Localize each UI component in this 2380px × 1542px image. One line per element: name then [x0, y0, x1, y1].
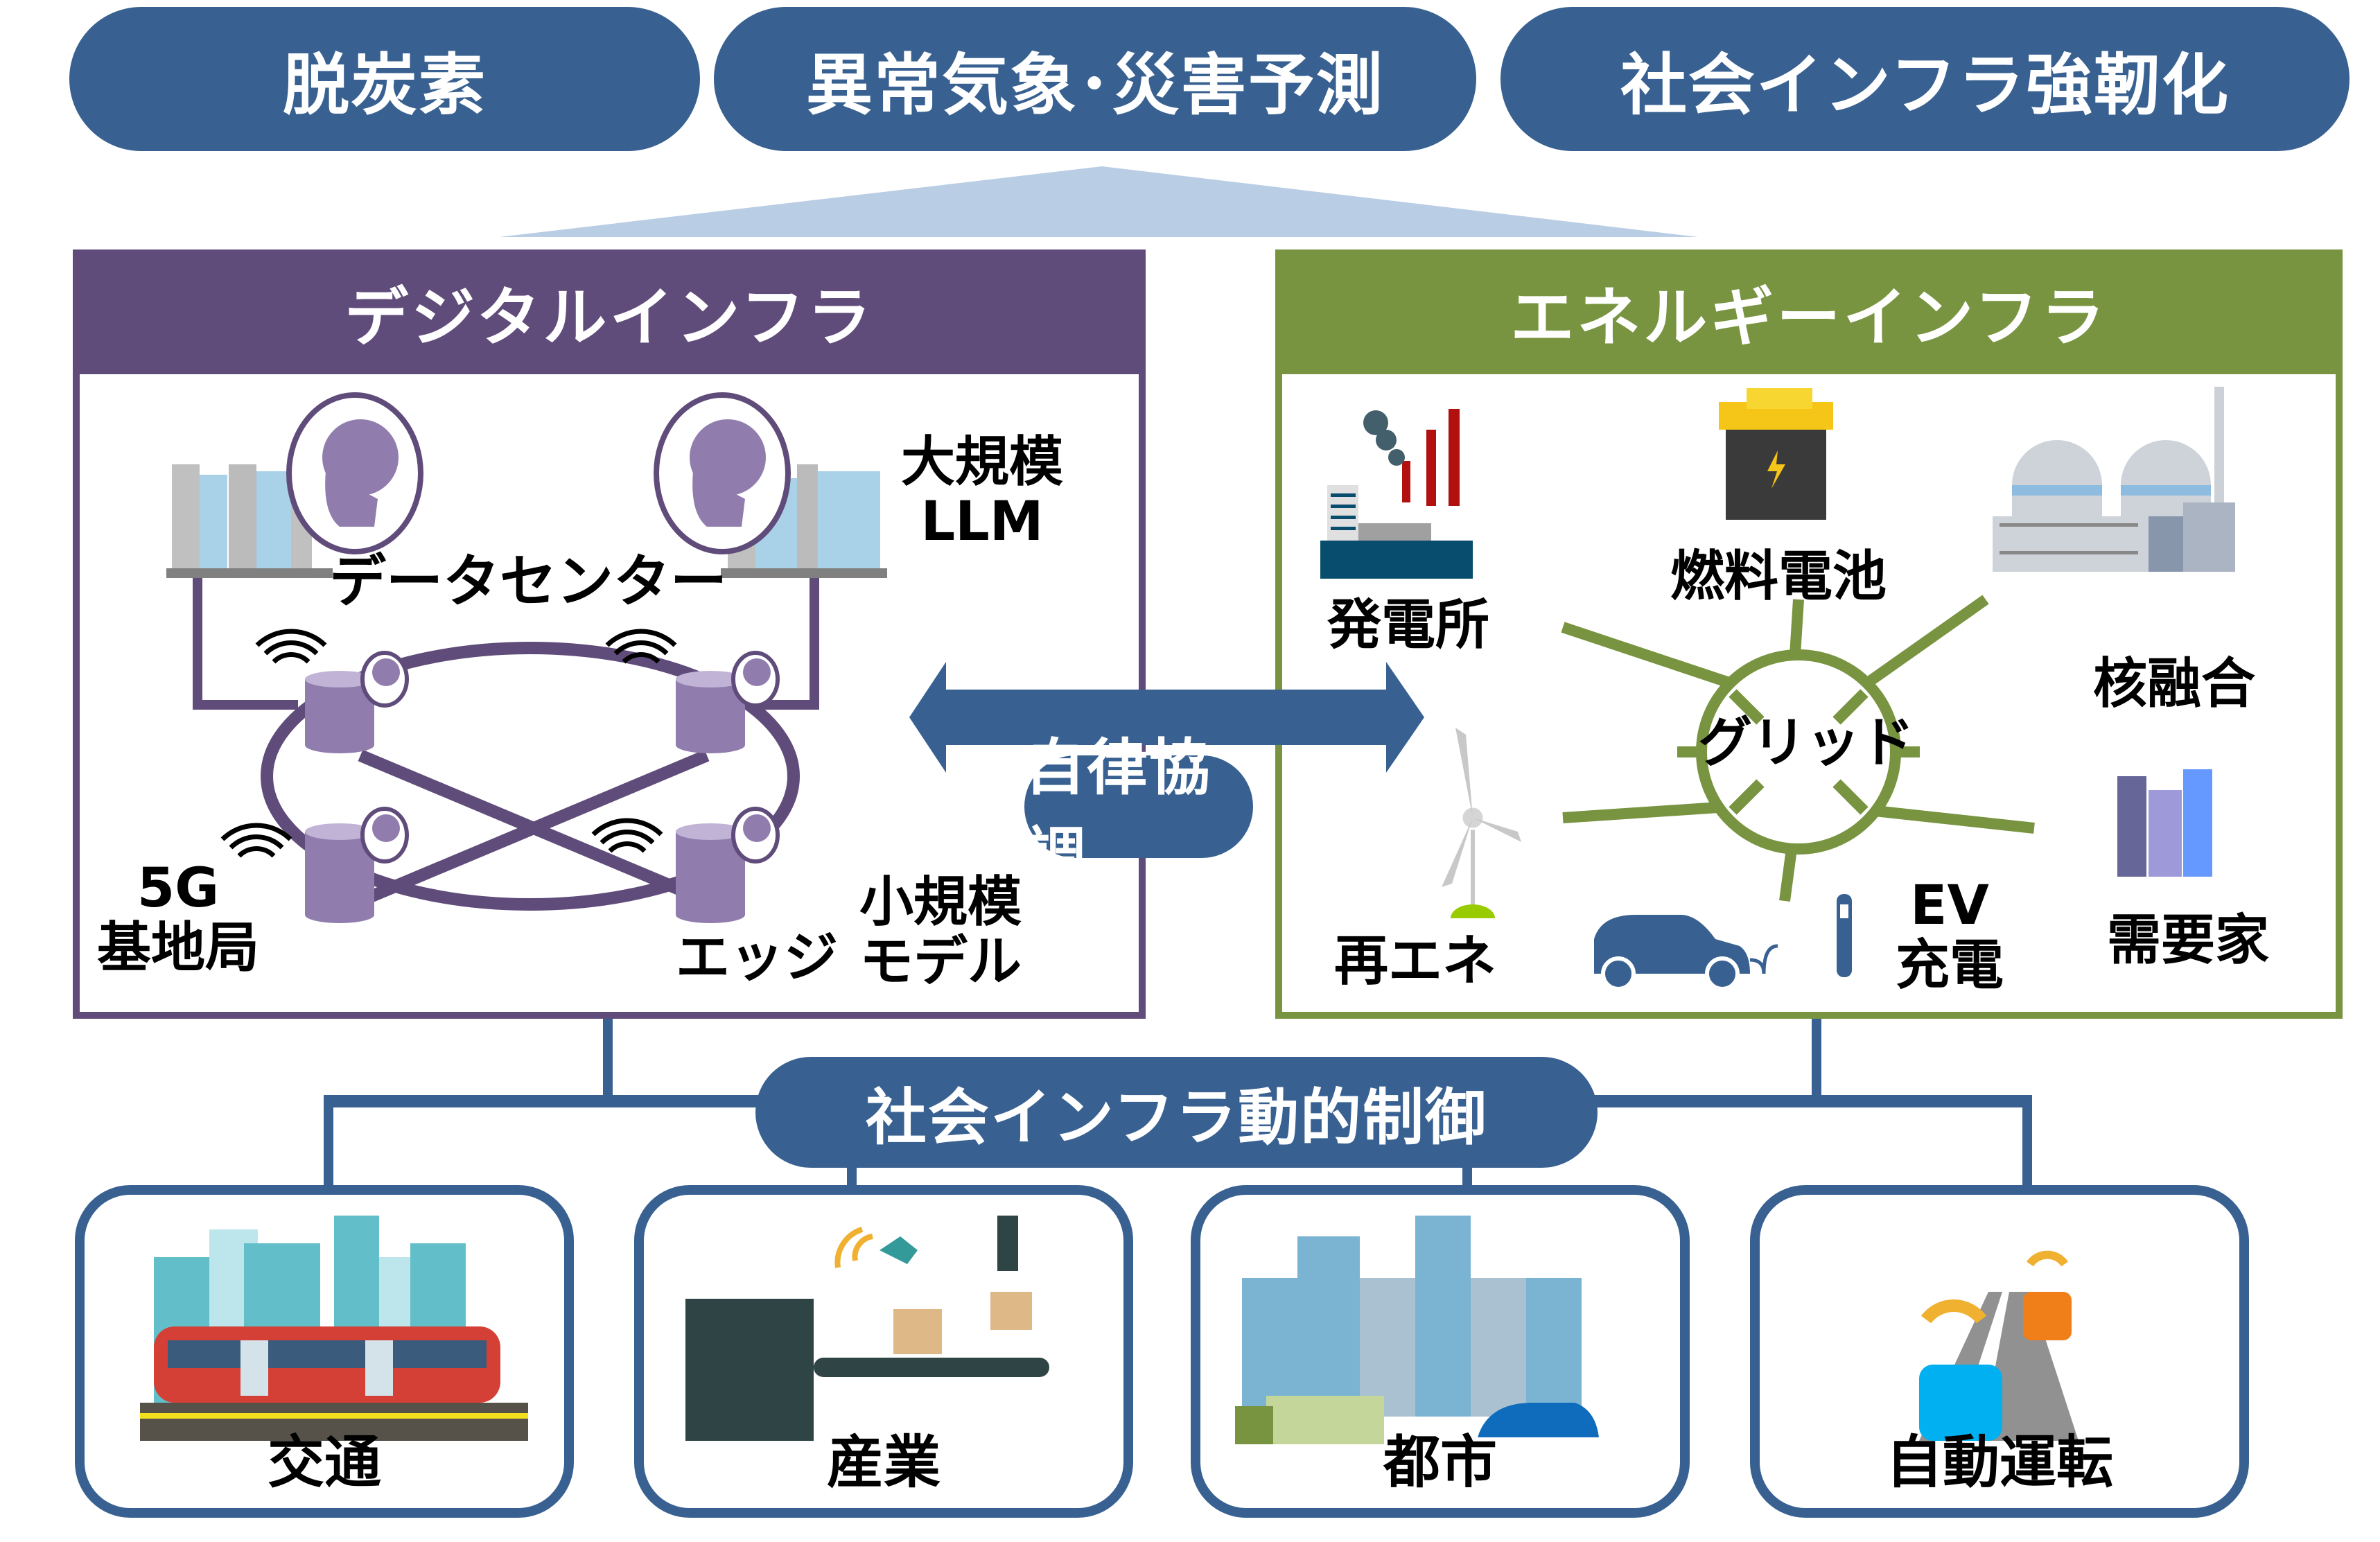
- base-station-line-2: 基地局: [97, 916, 260, 979]
- ev-line-1: EV: [1910, 875, 1989, 937]
- small-model-line-1: 小規模: [859, 871, 1022, 934]
- domain-label: 自動運転: [1885, 1430, 2113, 1496]
- autonomous-car-icon: [1919, 1250, 2079, 1441]
- fuel-cell-battery-icon: [1719, 388, 1833, 520]
- energy-infra-title: エネルギーインフラ: [1510, 280, 2108, 355]
- power-plant-icon: [1320, 409, 1473, 579]
- smart-city-icon: [1235, 1216, 1599, 1444]
- base-station-label: 5G 基地局: [97, 859, 259, 979]
- renewable-label: 再エネ: [1334, 930, 1497, 992]
- domain-card-industry: 産業: [634, 1185, 1133, 1518]
- domain-label: 交通: [267, 1430, 381, 1496]
- bidirectional-arrow-icon: [909, 662, 1424, 773]
- digital-network-diagram: [166, 392, 887, 923]
- small-model-label: 小規模 モデル: [859, 873, 1022, 992]
- domain-card-city: 都市: [1191, 1185, 1690, 1518]
- coordination-label: 自律協調: [1024, 732, 1212, 891]
- fusion-label: 核融合: [2093, 653, 2256, 715]
- domain-card-transport: 交通: [75, 1185, 574, 1518]
- wind-turbine-icon: [1442, 728, 1521, 918]
- edge-label: エッジ: [676, 927, 839, 989]
- small-model-line-2: モデル: [859, 930, 1022, 993]
- digital-infra-panel: デジタルインフラ: [73, 249, 1146, 1019]
- domain-label: 都市: [1383, 1430, 1497, 1496]
- grid-label: グリッド: [1698, 712, 1915, 774]
- large-model-line-1: 大規模: [901, 431, 1064, 493]
- energy-grid-diagram: [1320, 387, 2235, 991]
- goal-decarbonization: 脱炭素: [69, 7, 700, 151]
- grid-hub-icon: [1561, 595, 2035, 902]
- dynamic-control-badge: 社会インフラ動的制御: [755, 1057, 1598, 1168]
- edge-server-icon: [676, 807, 780, 923]
- datacenter-label: データセンター: [329, 549, 728, 615]
- dynamic-control-label: 社会インフラ動的制御: [865, 1081, 1488, 1153]
- goal-disaster-prediction: 異常気象･災害予測: [714, 7, 1476, 151]
- domain-label: 産業: [826, 1430, 940, 1496]
- goal-label: 脱炭素: [283, 46, 487, 124]
- large-model-label: 大規模 LLM: [901, 431, 1064, 553]
- digital-infra-title: デジタルインフラ: [344, 280, 874, 355]
- ai-brain-icon: [286, 392, 423, 554]
- connector-energy: [1812, 1019, 1821, 1102]
- fusion-plant-icon: [1993, 387, 2235, 572]
- consumer-label: 需要家: [2107, 909, 2270, 972]
- connector-card-4: [2022, 1095, 2032, 1189]
- ev-charging-icon: [1594, 894, 1852, 991]
- consumer-buildings-icon: [2117, 769, 2212, 877]
- goal-label: 社会インフラ強靭化: [1620, 46, 2230, 124]
- large-model-line-2: LLM: [920, 490, 1044, 553]
- connector-digital: [603, 1019, 613, 1102]
- ev-line-2: 充電: [1896, 934, 2004, 997]
- wifi-signal-icon: [591, 818, 663, 853]
- energy-infra-header: エネルギーインフラ: [1275, 249, 2343, 374]
- goal-infrastructure-resilience: 社会インフラ強靭化: [1500, 7, 2350, 151]
- domain-card-autonomous-driving: 自動運転: [1750, 1185, 2249, 1518]
- ev-charging-label: EV 充電: [1896, 875, 2004, 997]
- base-station-line-1: 5G: [137, 857, 220, 920]
- energy-infra-panel: エネルギーインフラ: [1275, 249, 2343, 1019]
- edge-server-icon: [305, 651, 409, 753]
- fuel-cell-label: 燃料電池: [1670, 545, 1887, 608]
- power-plant-label: 発電所: [1327, 594, 1490, 656]
- wifi-signal-icon: [605, 629, 677, 664]
- connector-card-1: [324, 1095, 333, 1189]
- goal-label: 異常気象･災害予測: [806, 46, 1384, 124]
- factory-robot-icon: [685, 1216, 1049, 1441]
- ai-brain-icon: [654, 392, 791, 554]
- support-triangle: [499, 166, 1698, 237]
- edge-server-icon: [676, 651, 780, 753]
- train-city-icon: [140, 1216, 528, 1441]
- wifi-signal-icon: [220, 823, 292, 858]
- edge-server-icon: [305, 807, 409, 923]
- wifi-signal-icon: [255, 629, 327, 664]
- digital-infra-header: デジタルインフラ: [73, 249, 1146, 374]
- coordination-badge: 自律協調: [1024, 732, 1253, 891]
